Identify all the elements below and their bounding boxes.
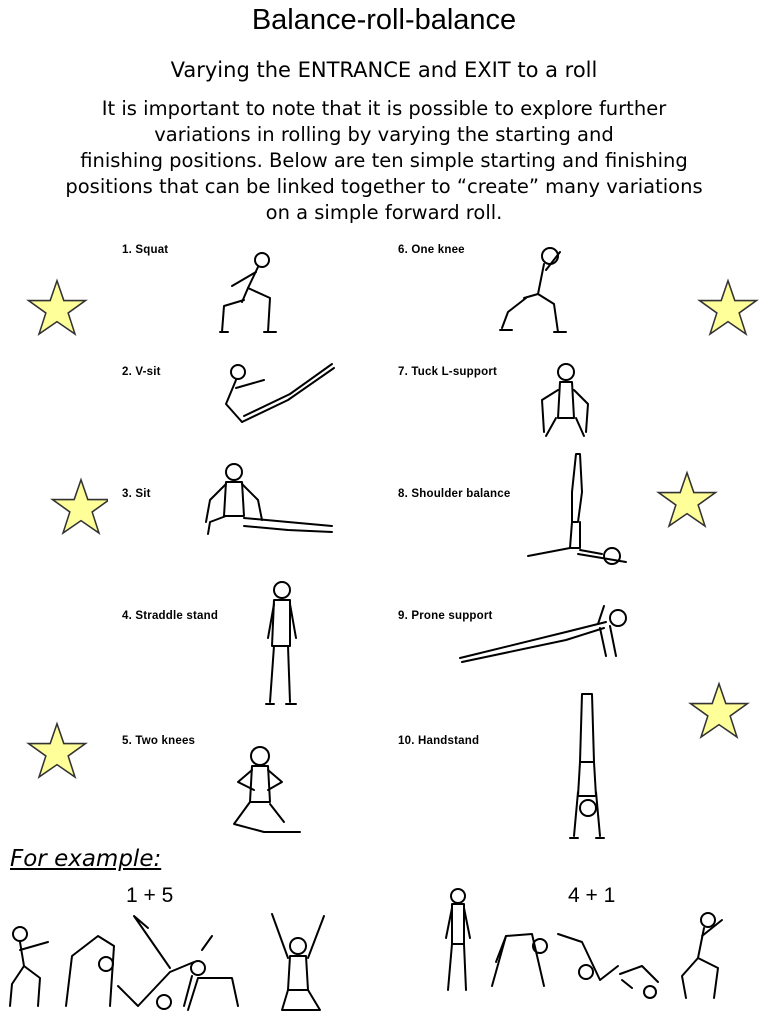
- prone-support-figure-icon: [456, 600, 644, 664]
- intro-line: variations in rolling by varying the sta…: [154, 123, 614, 146]
- position-label-squat: 1. Squat: [122, 244, 169, 256]
- position-label-v-sit: 2. V-sit: [122, 366, 161, 378]
- intro-line: on a simple forward roll.: [265, 201, 503, 224]
- position-label-two-knees: 5. Two knees: [122, 735, 196, 747]
- intro-paragraph: It is important to note that it is possi…: [8, 96, 760, 226]
- sequence-1-5-icon: [2, 906, 342, 1018]
- tuck-l-support-figure-icon: [536, 360, 594, 440]
- handstand-figure-icon: [564, 692, 612, 842]
- two-knees-figure-icon: [224, 742, 308, 838]
- star-icon: [26, 721, 88, 781]
- sit-figure-icon: [204, 460, 338, 542]
- combo-label-4-1: 4 + 1: [568, 884, 616, 907]
- intro-line: positions that can be linked together to…: [65, 175, 703, 198]
- position-label-shoulder-balance: 8. Shoulder balance: [398, 488, 511, 500]
- example-heading: For example:: [10, 846, 162, 872]
- star-icon: [50, 477, 112, 537]
- one-knee-figure-icon: [498, 242, 578, 338]
- sequence-4-1-icon: [436, 880, 748, 1016]
- squat-figure-icon: [212, 242, 288, 338]
- position-label-prone-support: 9. Prone support: [398, 610, 493, 622]
- intro-line: It is important to note that it is possi…: [101, 97, 667, 120]
- combo-label-1-5: 1 + 5: [126, 884, 174, 907]
- positions-panel: 1. Squat 2. V-sit 3. Sit 4. Straddle sta…: [108, 236, 640, 848]
- straddle-stand-figure-icon: [256, 576, 304, 710]
- intro-line: finishing positions. Below are ten simpl…: [80, 149, 688, 172]
- shoulder-balance-figure-icon: [518, 452, 634, 568]
- v-sit-figure-icon: [212, 358, 342, 434]
- star-icon: [688, 681, 750, 741]
- position-label-sit: 3. Sit: [122, 488, 151, 500]
- page-title: Balance-roll-balance: [251, 4, 517, 36]
- star-icon: [656, 470, 718, 530]
- position-label-handstand: 10. Handstand: [398, 735, 480, 747]
- star-icon: [697, 278, 759, 338]
- star-icon: [26, 278, 88, 338]
- position-label-straddle-stand: 4. Straddle stand: [122, 610, 219, 622]
- position-label-tuck-l-support: 7. Tuck L-support: [398, 366, 498, 378]
- position-label-one-knee: 6. One knee: [398, 244, 465, 256]
- page-subtitle: Varying the ENTRANCE and EXIT to a roll: [170, 58, 598, 82]
